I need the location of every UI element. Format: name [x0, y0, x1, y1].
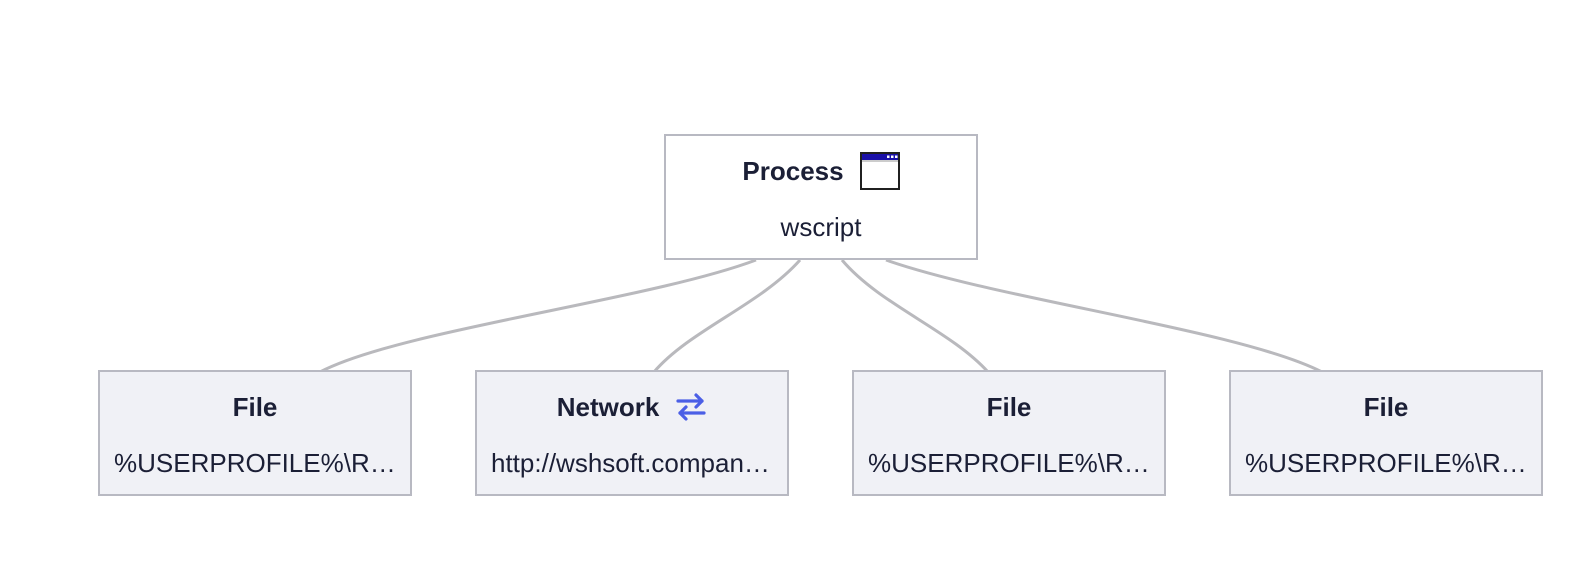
application-window-icon: [859, 152, 900, 190]
node-title: File: [1363, 392, 1409, 422]
node-title: Process: [742, 156, 844, 186]
network-node[interactable]: Network http://wshsoft.company/...: [475, 370, 789, 496]
process-node-header: Process: [666, 152, 976, 190]
file-node[interactable]: File %USERPROFILE%\Roaming\...: [852, 370, 1166, 496]
file-node-header: File: [1231, 390, 1541, 424]
file-node-header: File: [854, 390, 1164, 424]
node-value: %USERPROFILE%\Roaming\...: [1245, 448, 1527, 478]
node-value: %USERPROFILE%\Roaming\...: [114, 448, 396, 478]
node-value: wscript: [780, 212, 862, 242]
edge-process-to-network: [652, 259, 802, 373]
transfer-arrows-icon: [675, 392, 707, 422]
file-node-header: File: [100, 390, 410, 424]
node-value: http://wshsoft.company/...: [491, 448, 773, 478]
edge-process-to-file-3: [885, 258, 1323, 374]
node-title: Network: [556, 392, 660, 422]
process-node[interactable]: Process wscript: [664, 134, 978, 260]
file-node[interactable]: File %USERPROFILE%\Roaming\...: [98, 370, 412, 496]
node-title: File: [232, 392, 278, 422]
file-node[interactable]: File %USERPROFILE%\Roaming\...: [1229, 370, 1543, 496]
edge-process-to-file-2: [840, 259, 990, 374]
edge-process-to-file-1: [319, 258, 757, 374]
network-node-header: Network: [477, 390, 787, 424]
node-value: %USERPROFILE%\Roaming\...: [868, 448, 1150, 478]
node-title: File: [986, 392, 1032, 422]
